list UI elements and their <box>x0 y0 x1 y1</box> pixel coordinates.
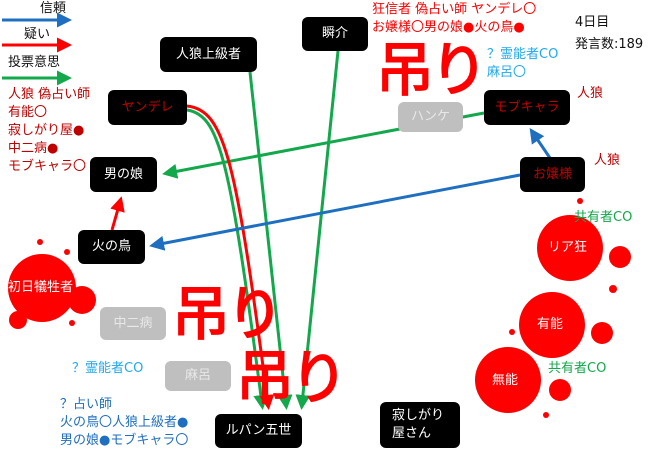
seer-left-notes: ？占い師 火の鳥〇人狼上級者● 男の娘●モブキャラ〇 <box>60 396 188 450</box>
node-otokonoko[interactable]: 男の娘 <box>90 157 157 192</box>
note-line: お嬢様〇男の娘●火の鳥● <box>372 20 525 35</box>
vote-arrow <box>248 71 293 410</box>
node-shonichi[interactable]: 初日犠牲者 <box>8 280 74 295</box>
node-lupin[interactable]: ルパン五世 <box>215 414 302 448</box>
blood-splatter-icon <box>475 347 571 418</box>
hang-mark: 吊り <box>376 36 488 104</box>
speech-count: 発言数:189 <box>575 37 644 52</box>
note-line: 狂信者 偽占い師 ヤンデレ〇 <box>372 2 537 17</box>
share-co-1: 共有者CO <box>574 210 633 225</box>
note-line: 中二病● <box>8 141 59 156</box>
mobchara-role: 人狼 <box>577 86 604 101</box>
note-line: ？占い師 <box>60 397 113 412</box>
note-line: 人狼 偽占い師 <box>8 87 91 102</box>
blood-splatter-icon <box>537 198 631 293</box>
hang-mark: 吊り <box>236 344 348 412</box>
note-line: 男の娘●モブキャラ〇 <box>60 433 189 448</box>
trust-arrow <box>529 128 552 159</box>
node-shunsuke[interactable]: 瞬介 <box>302 17 368 51</box>
note-line: 火の鳥〇人狼上級者● <box>60 415 189 430</box>
node-munou[interactable]: 無能 <box>492 373 519 388</box>
node-ojousama[interactable]: お嬢様 <box>520 157 585 192</box>
node-chuunibyou[interactable]: 中二病 <box>100 307 166 340</box>
node-label: 寂しがり屋さん <box>392 408 445 441</box>
share-co-2: 共有者CO <box>548 361 607 376</box>
note-line: モブキャラ〇 <box>8 159 87 174</box>
note-line: 寂しがり屋● <box>8 123 85 138</box>
kyoushin-notes: 狂信者 偽占い師 ヤンデレ〇 お嬢様〇男の娘●火の鳥● <box>372 1 536 37</box>
legend-trust-label: 信頼 <box>40 1 67 16</box>
blood-splatter-icon <box>509 292 613 358</box>
node-mobchara[interactable]: モブキャラ <box>484 90 570 125</box>
day-label: 4日目 <box>575 15 610 30</box>
medium-top-notes: ？霊能者CO 麻呂〇 <box>487 46 558 82</box>
blood-splatter-icon <box>8 239 96 329</box>
node-hanke[interactable]: ハンケ <box>398 102 463 132</box>
note-line: 有能〇 <box>8 105 48 120</box>
legend-vote-label: 投票意思 <box>8 55 61 70</box>
medium-left-note: ？霊能者CO <box>72 361 144 376</box>
note-line: ？霊能者CO <box>487 47 559 62</box>
legend-doubt-label: 疑い <box>24 27 51 42</box>
doubt-arrow <box>110 196 125 231</box>
node-hinotori[interactable]: 火の鳥 <box>78 230 145 264</box>
node-maro[interactable]: 麻呂 <box>165 361 231 391</box>
note-line: 麻呂〇 <box>487 65 527 80</box>
vote-arrow <box>295 50 340 410</box>
yandere-claim-notes: 人狼 偽占い師 有能〇 寂しがり屋● 中二病● モブキャラ〇 <box>8 86 90 176</box>
node-yandere[interactable]: ヤンデレ <box>108 90 187 125</box>
hang-mark: 吊り <box>172 280 284 348</box>
node-jinrou-joukyu[interactable]: 人狼上級者 <box>160 37 257 72</box>
doubt-arrow <box>186 104 275 410</box>
vote-arrow <box>186 108 269 410</box>
node-sabishigari[interactable]: 寂しがり屋さん <box>380 402 460 448</box>
node-yuunou[interactable]: 有能 <box>537 317 564 332</box>
node-riakyou[interactable]: リア狂 <box>548 240 588 255</box>
trust-arrow <box>149 173 521 251</box>
ojousama-role: 人狼 <box>594 153 621 168</box>
